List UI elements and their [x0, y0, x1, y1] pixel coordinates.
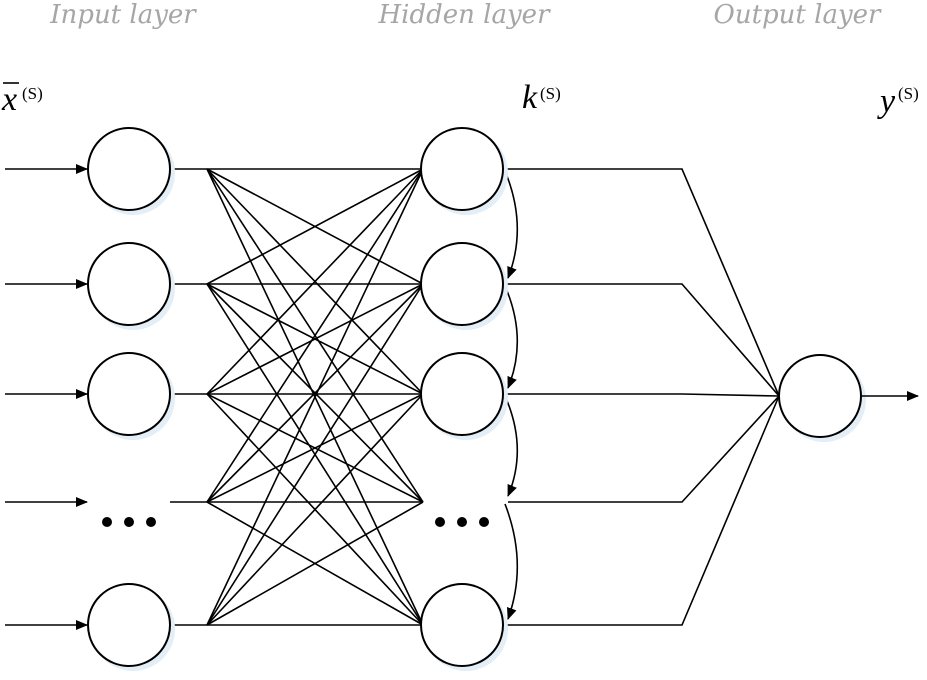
input-variable-sup: (S)	[22, 84, 43, 103]
svg-text:(S): (S)	[22, 84, 43, 103]
connection-line	[206, 283, 424, 395]
connection-line	[206, 168, 424, 285]
connection-line	[206, 283, 424, 503]
svg-text:(S): (S)	[898, 84, 919, 103]
output-layer-title: Output layer	[714, 0, 883, 30]
output-variable-label: y (S)	[877, 83, 919, 120]
svg-text:k: k	[522, 79, 538, 116]
hidden-output-line	[503, 395, 780, 626]
recurrent-arrow	[504, 395, 519, 497]
recurrent-arrow	[504, 503, 519, 620]
input-layer-title: Input layer	[49, 0, 197, 30]
hidden-ellipsis-dot	[435, 517, 445, 527]
connection-line	[206, 168, 424, 626]
input-neuron	[87, 242, 171, 326]
hidden-variable-label: k (S)	[522, 79, 561, 116]
hidden-neuron	[420, 583, 504, 667]
hidden-neuron	[420, 242, 504, 326]
hidden-output-line	[503, 393, 780, 397]
hidden-layer-title: Hidden layer	[378, 0, 552, 30]
output-layer-nodes	[778, 354, 866, 442]
input-variable-label: x (S)	[1, 81, 43, 118]
output-variable-sup: (S)	[898, 84, 919, 103]
svg-text:y: y	[877, 83, 896, 120]
recurrent-arrow	[504, 170, 519, 279]
hidden-variable-sup: (S)	[540, 84, 561, 103]
input-arrows	[5, 164, 88, 630]
connection-line	[206, 393, 424, 503]
hidden-recurrent-arrows	[504, 170, 519, 620]
input-ellipsis-dot	[102, 517, 112, 527]
hidden-ellipsis-dot	[479, 517, 489, 527]
hidden-neuron	[420, 127, 504, 211]
input-neuron	[87, 583, 171, 667]
input-neuron	[87, 127, 171, 211]
input-layer-nodes	[87, 127, 175, 671]
connection-line	[206, 168, 424, 395]
svg-text:(S): (S)	[540, 84, 561, 103]
input-neuron	[87, 352, 171, 436]
hidden-ellipsis-dot	[457, 517, 467, 527]
hidden-output-connections	[503, 168, 780, 626]
connection-line	[206, 501, 424, 626]
hidden-output-line	[508, 395, 780, 503]
recurrent-arrow	[504, 285, 519, 389]
connection-line	[206, 283, 424, 626]
hidden-output-line	[503, 283, 780, 397]
input-variable-base: x	[1, 81, 17, 118]
svg-text:x: x	[1, 81, 17, 118]
hidden-variable-base: k	[522, 79, 538, 116]
connection-line	[206, 168, 424, 503]
hidden-neuron	[420, 352, 504, 436]
output-neuron	[778, 354, 862, 438]
connection-line	[206, 393, 424, 626]
input-ellipsis-dot	[146, 517, 156, 527]
input-ellipsis-dot	[124, 517, 134, 527]
hidden-layer-nodes	[420, 127, 508, 671]
output-variable-base: y	[877, 83, 896, 120]
hidden-output-line	[503, 168, 780, 397]
input-hidden-connections	[170, 168, 424, 626]
